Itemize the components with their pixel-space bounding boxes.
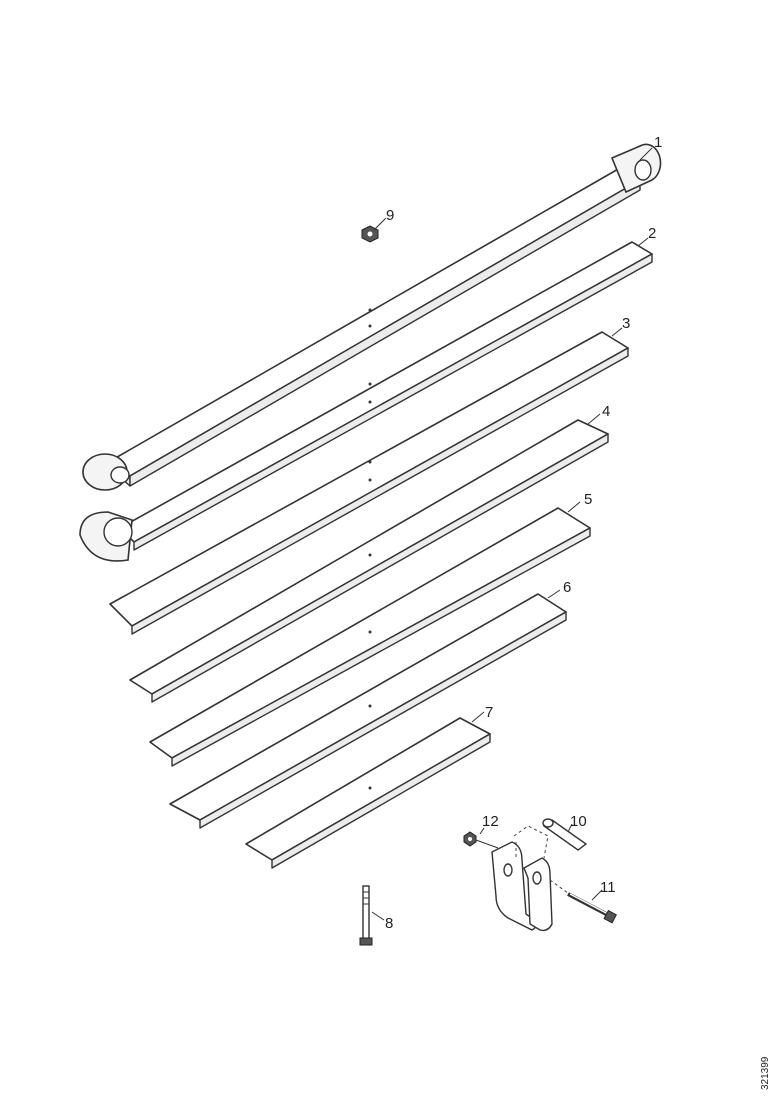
shackle-pin-10 [542,818,588,851]
leaf-4 [129,419,609,703]
leaf-2 [79,241,653,562]
leaf-7 [245,717,491,869]
shackle-nut-12 [463,827,499,849]
leaf-1 [82,143,662,491]
callout-6: 6 [563,579,571,596]
callout-3: 3 [622,315,630,332]
leaf-6 [169,593,567,829]
callout-4: 4 [602,403,610,420]
callout-2: 2 [648,225,656,242]
centre-bolt-8 [359,885,385,946]
callout-5: 5 [584,491,592,508]
callout-1: 1 [654,134,662,151]
callout-10: 10 [570,813,587,830]
callout-7: 7 [485,704,493,721]
callout-9: 9 [386,207,394,224]
callout-11: 11 [600,879,616,896]
callout-12: 12 [482,813,499,830]
shackle-bolt-11 [567,889,617,924]
leaf-3 [109,331,629,635]
callout-8: 8 [385,915,393,932]
nut-9 [361,217,387,243]
leaf-5 [149,507,591,767]
shackle-assembly [463,818,617,932]
callout-leaders [471,147,653,723]
drawing-code: 321399 [760,1056,771,1090]
